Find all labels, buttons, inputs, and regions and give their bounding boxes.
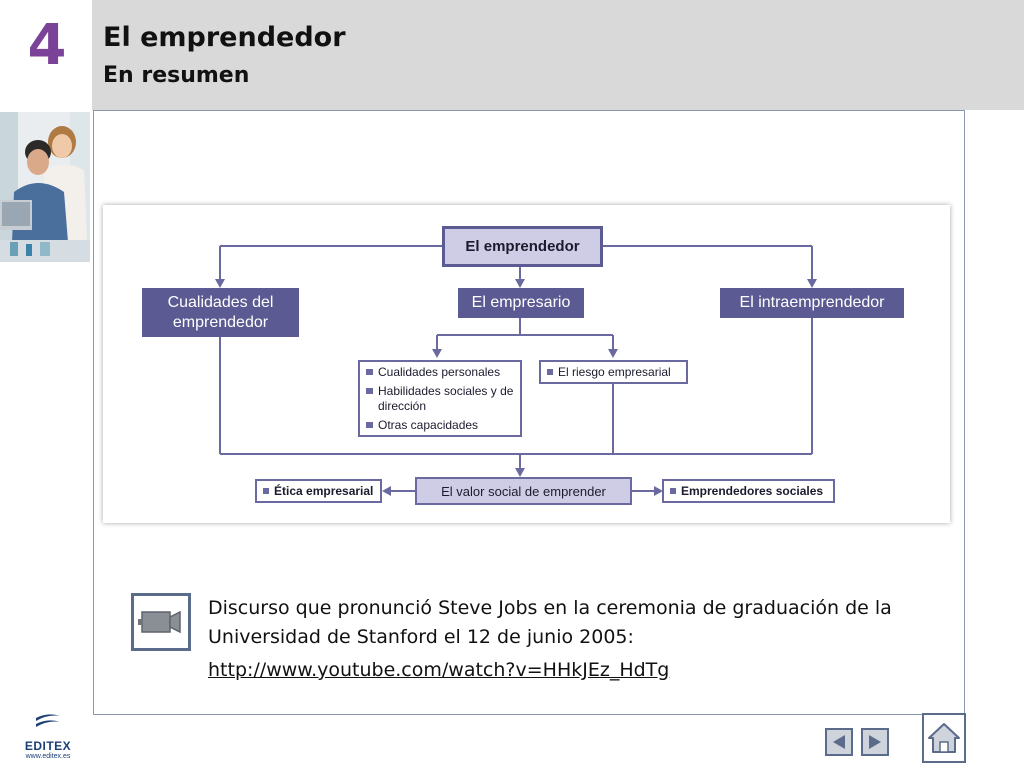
people-at-computer-photo xyxy=(0,112,90,262)
bullet-square-icon xyxy=(547,369,553,375)
bullet-square-icon xyxy=(366,388,373,395)
node-riesgo-empresarial: El riesgo empresarial xyxy=(539,360,688,384)
node-etica-empresarial: Ética empresarial xyxy=(255,479,382,503)
previous-button[interactable] xyxy=(825,728,853,756)
logo-url: www.editex.es xyxy=(25,753,71,760)
next-button[interactable] xyxy=(861,728,889,756)
previous-arrow-icon xyxy=(833,735,845,749)
header-band xyxy=(92,0,1024,110)
speech-description: Discurso que pronunció Steve Jobs en la … xyxy=(208,597,892,648)
node-intraemprendedor: El intraemprendedor xyxy=(720,288,904,318)
node-emprendedores-sociales: Emprendedores sociales xyxy=(662,479,835,503)
editex-swoosh-icon xyxy=(36,714,60,727)
root-node: El emprendedor xyxy=(442,226,603,267)
node-valor-social: El valor social de emprender xyxy=(415,477,632,505)
list-item: Cualidades personales xyxy=(366,365,514,379)
bullet-square-icon xyxy=(263,488,269,494)
bullet-square-icon xyxy=(366,369,373,375)
node-empresario: El empresario xyxy=(458,288,584,318)
page-title: El emprendedor xyxy=(103,22,346,53)
video-button[interactable] xyxy=(131,593,191,651)
page-subtitle: En resumen xyxy=(103,63,250,88)
bullet-square-icon xyxy=(366,422,373,429)
youtube-link[interactable]: http://www.youtube.com/watch?v=HHkJEz_Hd… xyxy=(208,659,670,681)
bullet-square-icon xyxy=(670,488,676,494)
editex-logo: EDITEX www.editex.es xyxy=(18,712,78,764)
next-arrow-icon xyxy=(869,735,881,749)
node-cualidades-emprendedor: Cualidades del emprendedor xyxy=(142,288,299,337)
list-item: Otras capacidades xyxy=(366,418,514,432)
chapter-number: 4 xyxy=(27,13,67,78)
video-camera-icon xyxy=(138,610,181,634)
empresario-qualities-list: Cualidades personales Habilidades social… xyxy=(358,360,522,437)
home-icon xyxy=(928,723,960,753)
list-item: Habilidades sociales y de dirección xyxy=(366,384,514,413)
concept-map-connectors xyxy=(215,245,817,496)
logo-brand: EDITEX xyxy=(24,739,72,753)
home-button[interactable] xyxy=(922,713,966,763)
